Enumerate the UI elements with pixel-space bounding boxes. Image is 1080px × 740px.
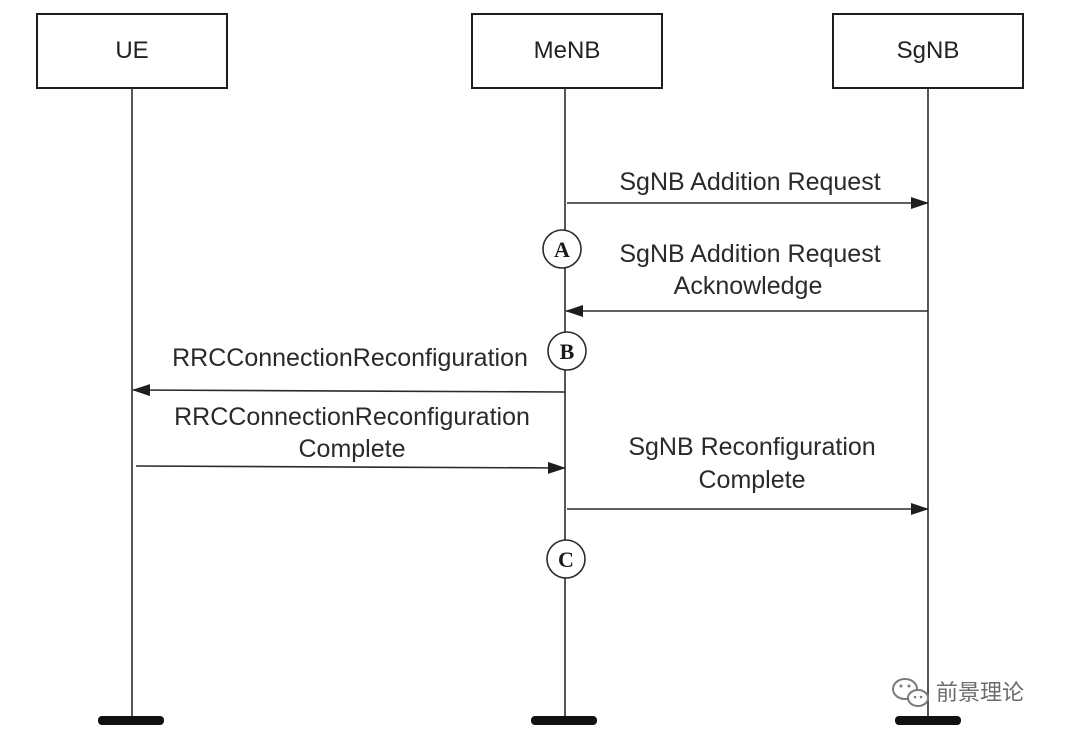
entity-box-ue bbox=[36, 13, 228, 89]
entity-box-menb bbox=[471, 13, 663, 89]
message-arrow bbox=[135, 461, 566, 474]
message-arrow bbox=[132, 384, 566, 397]
step-marker-circle bbox=[547, 331, 587, 371]
message-rrc-connection-reconfiguration: RRCConnectionReconfiguration bbox=[132, 344, 566, 397]
step-marker-circle bbox=[542, 229, 582, 269]
message-label: SgNB Addition Request bbox=[619, 168, 880, 196]
message-rrc-connection-reconfiguration-complete: RRCConnectionReconfiguration Complete bbox=[135, 403, 566, 474]
message-sgnb-addition-request: SgNB Addition Request bbox=[567, 168, 929, 209]
step-marker-label: C bbox=[558, 547, 574, 572]
wechat-icon bbox=[892, 678, 929, 707]
watermark-text: 前景理论 bbox=[936, 681, 1024, 706]
message-label-line-1: SgNB Addition Request bbox=[619, 240, 880, 268]
message-label-line-2: Acknowledge bbox=[674, 272, 823, 300]
entity-label-sgnb: SgNB bbox=[897, 37, 960, 64]
message-label-line-1: SgNB Reconfiguration bbox=[628, 433, 875, 461]
message-sgnb-addition-request-acknowledge: SgNB Addition Request Acknowledge bbox=[565, 240, 928, 317]
message-label-line-2: Complete bbox=[699, 466, 806, 494]
lifeline-end-ue bbox=[98, 716, 164, 725]
step-marker-a: A bbox=[542, 229, 582, 269]
entity-label-menb: MeNB bbox=[534, 37, 601, 64]
step-marker-label: A bbox=[554, 237, 570, 262]
entity-sgnb: SgNB bbox=[832, 13, 1024, 89]
message-label: RRCConnectionReconfiguration bbox=[172, 344, 528, 372]
entity-menb: MeNB bbox=[471, 13, 663, 89]
lifeline-end-menb bbox=[531, 716, 597, 725]
step-marker-label: B bbox=[560, 339, 575, 364]
message-label-line-1: RRCConnectionReconfiguration bbox=[174, 403, 530, 431]
entity-box-sgnb bbox=[832, 13, 1024, 89]
step-marker-circle bbox=[546, 539, 586, 579]
watermark: 前景理论 bbox=[892, 678, 1024, 707]
step-marker-c: C bbox=[546, 539, 586, 579]
message-label-line-2: Complete bbox=[299, 435, 406, 463]
message-sgnb-reconfiguration-complete: SgNB Reconfiguration Complete bbox=[567, 433, 929, 515]
lifeline-end-sgnb bbox=[895, 716, 961, 725]
entity-ue: UE bbox=[36, 13, 228, 89]
step-marker-b: B bbox=[547, 331, 587, 371]
entity-label-ue: UE bbox=[115, 37, 148, 64]
